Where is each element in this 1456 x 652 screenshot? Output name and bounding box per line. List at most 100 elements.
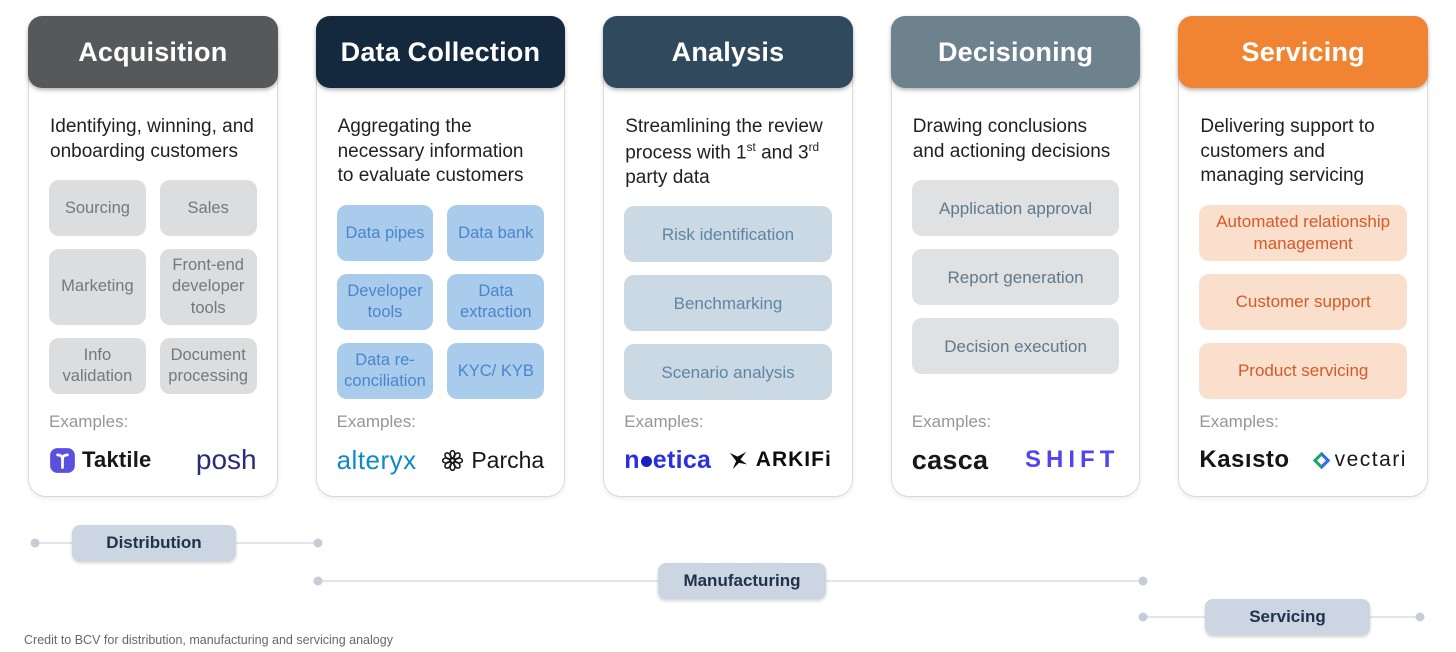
- description-text: party data: [625, 166, 710, 188]
- casca-wordmark: casca: [911, 444, 989, 475]
- chip-info-validation: Info validation: [49, 337, 146, 394]
- parcha-flower-icon: [442, 449, 464, 471]
- examples-label: Examples:: [336, 412, 416, 431]
- chip-data-bank: Data bank: [447, 205, 545, 262]
- examples-section: Examples: Kasısto vectari: [1199, 412, 1407, 478]
- kasisto-logo: Kasısto: [1199, 446, 1289, 474]
- timeline-dot: [1138, 612, 1148, 622]
- description-text: and 3: [755, 142, 809, 164]
- timeline-dot: [30, 538, 40, 548]
- logo-row: alteryx: [337, 442, 545, 478]
- superscript-rd: rd: [808, 140, 820, 154]
- examples-label: Examples:: [911, 412, 992, 431]
- stage-title: Analysis: [671, 36, 785, 67]
- stage-card: Delivering support to customers and mana…: [1178, 30, 1428, 497]
- arkifi-logo: ARKIFi: [727, 448, 832, 472]
- stage-column-analysis: Analysis Streamlining the review process…: [603, 16, 853, 497]
- chip-application-approval: Application approval: [911, 180, 1120, 237]
- timeline-bar-distribution: Distribution: [72, 525, 236, 561]
- taktile-wordmark: Taktile: [82, 447, 152, 472]
- chip-group: Data pipes Data bank Developer tools Dat…: [336, 205, 545, 400]
- chip-group: Sourcing Sales Marketing Front-end devel…: [49, 180, 257, 394]
- shift-logo: SHIFT: [1025, 446, 1119, 474]
- timeline-bar-servicing: Servicing: [1205, 599, 1370, 635]
- chip-document-processing: Document processing: [159, 337, 257, 394]
- timeline-dot: [1415, 612, 1425, 622]
- chip-sourcing: Sourcing: [49, 180, 146, 237]
- chip-data-pipes: Data pipes: [336, 205, 434, 262]
- superscript-st: st: [746, 140, 756, 154]
- stage-title: Acquisition: [78, 36, 228, 67]
- kasisto-wordmark: Kasısto: [1199, 446, 1290, 473]
- chip-customer-support: Customer support: [1199, 274, 1407, 331]
- posh-wordmark: posh: [195, 444, 257, 475]
- examples-section: Examples: casca SHIFT: [912, 412, 1120, 478]
- vectari-wordmark: vectari: [1334, 448, 1407, 471]
- vectari-diamond-icon: [1312, 451, 1330, 469]
- stage-header-data-collection: Data Collection: [315, 16, 566, 88]
- stage-header-decisioning: Decisioning: [890, 16, 1141, 88]
- stage-column-data-collection: Data Collection Aggregating the necessar…: [315, 16, 566, 497]
- noetica-wordmark-n: n: [624, 445, 640, 474]
- chip-marketing: Marketing: [49, 249, 146, 325]
- examples-section: Examples: alteryx: [337, 412, 545, 478]
- examples-label: Examples:: [1199, 412, 1279, 431]
- stage-header-acquisition: Acquisition: [28, 16, 278, 88]
- timeline-dot: [313, 576, 323, 586]
- stage-card: Aggregating the necessary information to…: [315, 30, 566, 497]
- chip-sales: Sales: [159, 180, 257, 237]
- stage-description: Streamlining the review process with 1st…: [625, 115, 832, 190]
- chip-data-reconciliation: Data re-conciliation: [336, 343, 434, 400]
- description-text: Streamlining the review process with 1: [625, 116, 823, 164]
- noetica-wordmark-rest: etica: [652, 445, 712, 474]
- examples-section: Examples: n etica ARKIFi: [624, 412, 832, 478]
- chip-developer-tools: Developer tools: [336, 274, 434, 331]
- stage-description: Identifying, winning, and onboarding cus…: [50, 116, 254, 162]
- stage-title: Decisioning: [937, 36, 1094, 67]
- stage-title: Servicing: [1241, 36, 1365, 67]
- chip-automated-relationship-management: Automated relationship management: [1199, 205, 1407, 262]
- arkifi-icon: [729, 451, 747, 469]
- chip-product-servicing: Product servicing: [1199, 343, 1407, 400]
- stage-description: Delivering support to customers and mana…: [1200, 116, 1375, 187]
- noetica-logo: n etica: [624, 446, 711, 475]
- logo-row: n etica ARKIFi: [624, 442, 832, 478]
- parcha-wordmark: Parcha: [471, 446, 545, 473]
- stage-header-analysis: Analysis: [603, 16, 853, 88]
- logo-row: casca SHIFT: [912, 442, 1120, 478]
- chip-group: Automated relationship management Custom…: [1199, 205, 1407, 400]
- stage-description: Aggregating the necessary information to…: [337, 116, 524, 187]
- vectari-logo: vectari: [1311, 448, 1407, 472]
- stage-card: Identifying, winning, and onboarding cus…: [28, 30, 278, 497]
- chip-benchmarking: Benchmarking: [624, 275, 832, 332]
- examples-label: Examples:: [49, 412, 129, 431]
- chip-kyc-kyb: KYC/ KYB: [447, 343, 545, 400]
- stage-card: Drawing conclusions and actioning decisi…: [890, 30, 1141, 497]
- logo-row: Taktile posh: [49, 442, 257, 478]
- logo-row: Kasısto vectari: [1199, 442, 1407, 478]
- casca-logo: casca: [912, 445, 989, 476]
- stage-column-decisioning: Decisioning Drawing conclusions and acti…: [890, 16, 1141, 497]
- parcha-logo: Parcha: [440, 447, 544, 474]
- timeline-dot: [1138, 576, 1148, 586]
- alteryx-wordmark: alteryx: [336, 444, 417, 475]
- posh-logo: posh: [196, 444, 257, 476]
- shift-wordmark: SHIFT: [1025, 446, 1120, 473]
- arkifi-wordmark: ARKIFi: [755, 448, 832, 471]
- chip-report-generation: Report generation: [911, 249, 1120, 306]
- examples-section: Examples: Taktile posh: [49, 412, 257, 478]
- timeline-dot: [313, 538, 323, 548]
- chip-group: Application approval Report generation D…: [911, 180, 1120, 375]
- chip-risk-identification: Risk identification: [624, 206, 832, 263]
- stage-header-servicing: Servicing: [1178, 16, 1428, 88]
- chip-data-extraction: Data extraction: [447, 274, 545, 331]
- stage-column-acquisition: Acquisition Identifying, winning, and on…: [28, 16, 278, 497]
- pipeline-stages: Acquisition Identifying, winning, and on…: [28, 16, 1428, 497]
- chip-front-end-developer-tools: Front-end developer tools: [159, 249, 257, 325]
- chip-group: Risk identification Benchmarking Scenari…: [624, 206, 832, 401]
- stage-column-servicing: Servicing Delivering support to customer…: [1178, 16, 1428, 497]
- timeline-bar-manufacturing: Manufacturing: [658, 563, 826, 599]
- credit-footnote: Credit to BCV for distribution, manufact…: [24, 633, 393, 647]
- taktile-logo: Taktile: [49, 447, 151, 474]
